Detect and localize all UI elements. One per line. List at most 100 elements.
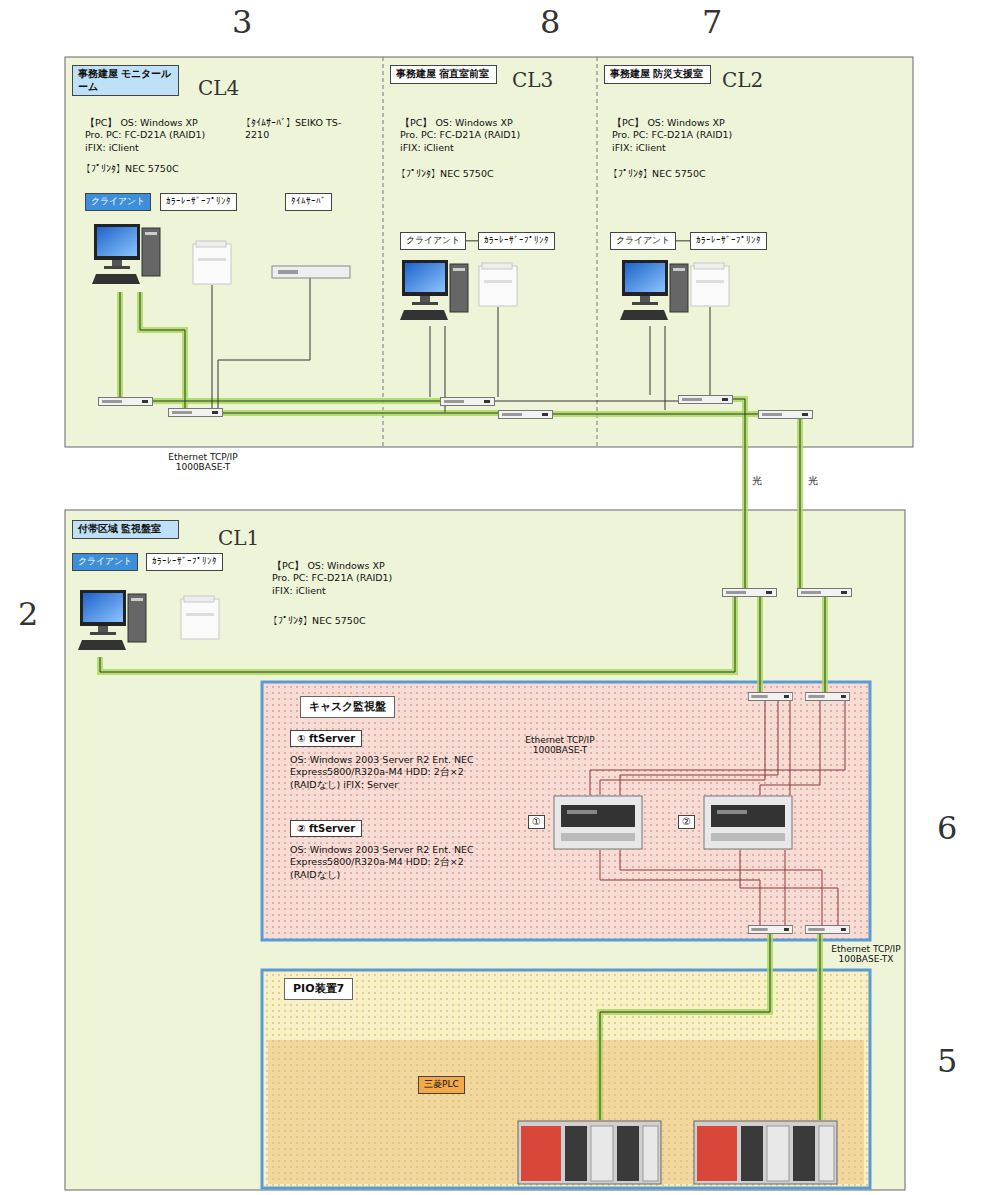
region-ground: [65, 510, 905, 1190]
server-heading: ① ftServer: [290, 730, 362, 747]
network-wire: [100, 292, 825, 1120]
server-wire: [740, 850, 838, 925]
server-wire: [600, 700, 765, 795]
device-tag: クライアント: [400, 232, 466, 250]
device-label: ｶﾗｰﾚｰｻﾞｰﾌﾟﾘﾝﾀ: [484, 235, 549, 247]
pc-icon: [620, 260, 688, 320]
handwritten-number: 8: [540, 6, 560, 38]
device-label: クライアント: [616, 235, 670, 247]
network-wire: [760, 596, 761, 692]
network-wire: [140, 292, 185, 408]
network-wire: [553, 411, 758, 417]
network-wire: [822, 596, 828, 692]
network-wire: [445, 326, 446, 412]
device-label: 三菱PLC: [424, 1079, 459, 1091]
plc-icon: [518, 1121, 661, 1184]
device-tag: 三菱PLC: [418, 1076, 465, 1094]
client-id: CL4: [198, 78, 239, 98]
plc-icon: [518, 1121, 837, 1184]
switch-icon: [748, 926, 792, 934]
switch-icon: [679, 396, 733, 404]
room-panel: 事務建屋 モニタールーム【PC】 OS: Windows XP Pro. PC:…: [65, 57, 383, 447]
region-ground: [262, 682, 870, 940]
spec-text: OS: Windows 2003 Server R2 Ent. NEC Expr…: [290, 754, 490, 791]
network-spec: Ethernet TCP/IP 100BASE-TX: [826, 944, 906, 965]
network-wire: [820, 933, 821, 1120]
pc-icon: [78, 590, 146, 650]
network-wire: [223, 413, 498, 414]
server-icon: [554, 796, 792, 849]
network-wire: [140, 292, 185, 408]
room-heading: 付帯区域 監視盤室: [72, 520, 179, 539]
region-ground: [262, 970, 870, 1188]
device-tag: ｶﾗｰﾚｰｻﾞｰﾌﾟﾘﾝﾀ: [478, 232, 555, 250]
device-tag: ﾀｲﾑｻｰﾊﾞ: [285, 193, 332, 211]
handwritten-number: 3: [232, 6, 252, 38]
switch-icon: [805, 693, 849, 701]
device-link: [676, 240, 690, 241]
fiber-mark: 光: [752, 475, 762, 487]
switch-icon: [169, 409, 223, 417]
client-id: CL3: [512, 70, 553, 90]
switch-icon: [723, 589, 777, 597]
network-wire: [800, 418, 801, 588]
device-link: [466, 240, 478, 241]
printer-icon: [181, 596, 219, 639]
server-wire: [785, 850, 786, 925]
spec-text: 【ﾌﾟﾘﾝﾀ】 NEC 5750C: [612, 168, 742, 180]
server-heading: ② ftServer: [290, 820, 362, 837]
fiber-mark: 光: [808, 475, 818, 487]
room-heading: 事務建屋 防災支援室: [604, 65, 711, 84]
network-wire: [797, 418, 803, 588]
cabinet-panel: キャスク監視盤① ftServerOS: Windows 2003 Server…: [262, 682, 870, 940]
device-label: クライアント: [406, 235, 460, 247]
device-tag: ｶﾗｰﾚｰｻﾞｰﾌﾟﾘﾝﾀ: [160, 193, 237, 211]
network-wire: [733, 399, 745, 588]
network-wire: [817, 933, 823, 1120]
region-ground: [383, 57, 384, 447]
printer-icon: [193, 241, 231, 284]
device-tag: ｶﾗｰﾚｰｻﾞｰﾌﾟﾘﾝﾀ: [690, 232, 767, 250]
server-wire: [590, 700, 845, 925]
room-heading: PIO装置7: [284, 978, 353, 1000]
network-wire: [733, 399, 745, 588]
network-wire: [498, 307, 499, 397]
switch-icon: [759, 411, 813, 419]
spec-text: 【ﾌﾟﾘﾝﾀ】 NEC 5750C: [400, 168, 530, 180]
network-wire: [650, 326, 651, 395]
spec-text: 【PC】 OS: Windows XP Pro. PC: FC-D21A (RA…: [85, 117, 215, 154]
spec-text: 【ﾌﾟﾘﾝﾀ】 NEC 5750C: [85, 163, 215, 175]
spec-text: 【ﾌﾟﾘﾝﾀ】 NEC 5750C: [272, 615, 402, 627]
network-wire: [100, 596, 735, 672]
room-panel: 事務建屋 防災支援室【PC】 OS: Windows XP Pro. PC: F…: [597, 57, 913, 447]
server-wire: [620, 700, 778, 795]
client-id: CL2: [722, 70, 763, 90]
network-wire: [100, 278, 825, 1120]
device-label: ｶﾗｰﾚｰｻﾞｰﾌﾟﾘﾝﾀ: [152, 556, 217, 568]
network-wire: [600, 933, 770, 1120]
spec-text: 【PC】 OS: Windows XP Pro. PC: FC-D21A (RA…: [400, 117, 530, 154]
switch-icon: [441, 398, 495, 406]
network-wire: [600, 933, 770, 1120]
time-server-icon: [278, 270, 298, 274]
switch-icon: [499, 411, 553, 419]
network-wire: [710, 307, 711, 395]
network-wire: [120, 292, 121, 397]
device-tag: クライアント: [72, 553, 138, 571]
region-ground: [262, 970, 870, 1188]
printer-icon: [181, 241, 729, 639]
server-wire: [760, 700, 820, 795]
network-wire: [430, 326, 431, 397]
area-panel: 付帯区域 監視盤室【PC】 OS: Windows XP Pro. PC: FC…: [65, 510, 905, 1190]
time-server-icon: [272, 266, 350, 278]
spec-text: 【ﾀｲﾑｻｰﾊﾞ】 SEIKO TS-2210: [245, 117, 355, 142]
network-wire: [757, 596, 763, 692]
client-id: CL1: [218, 528, 259, 548]
cabinet-panel: PIO装置7 三菱PLC: [262, 970, 870, 1188]
plc-icon: [694, 1121, 837, 1184]
network-wire: [100, 596, 735, 672]
server-wire: [600, 850, 760, 925]
